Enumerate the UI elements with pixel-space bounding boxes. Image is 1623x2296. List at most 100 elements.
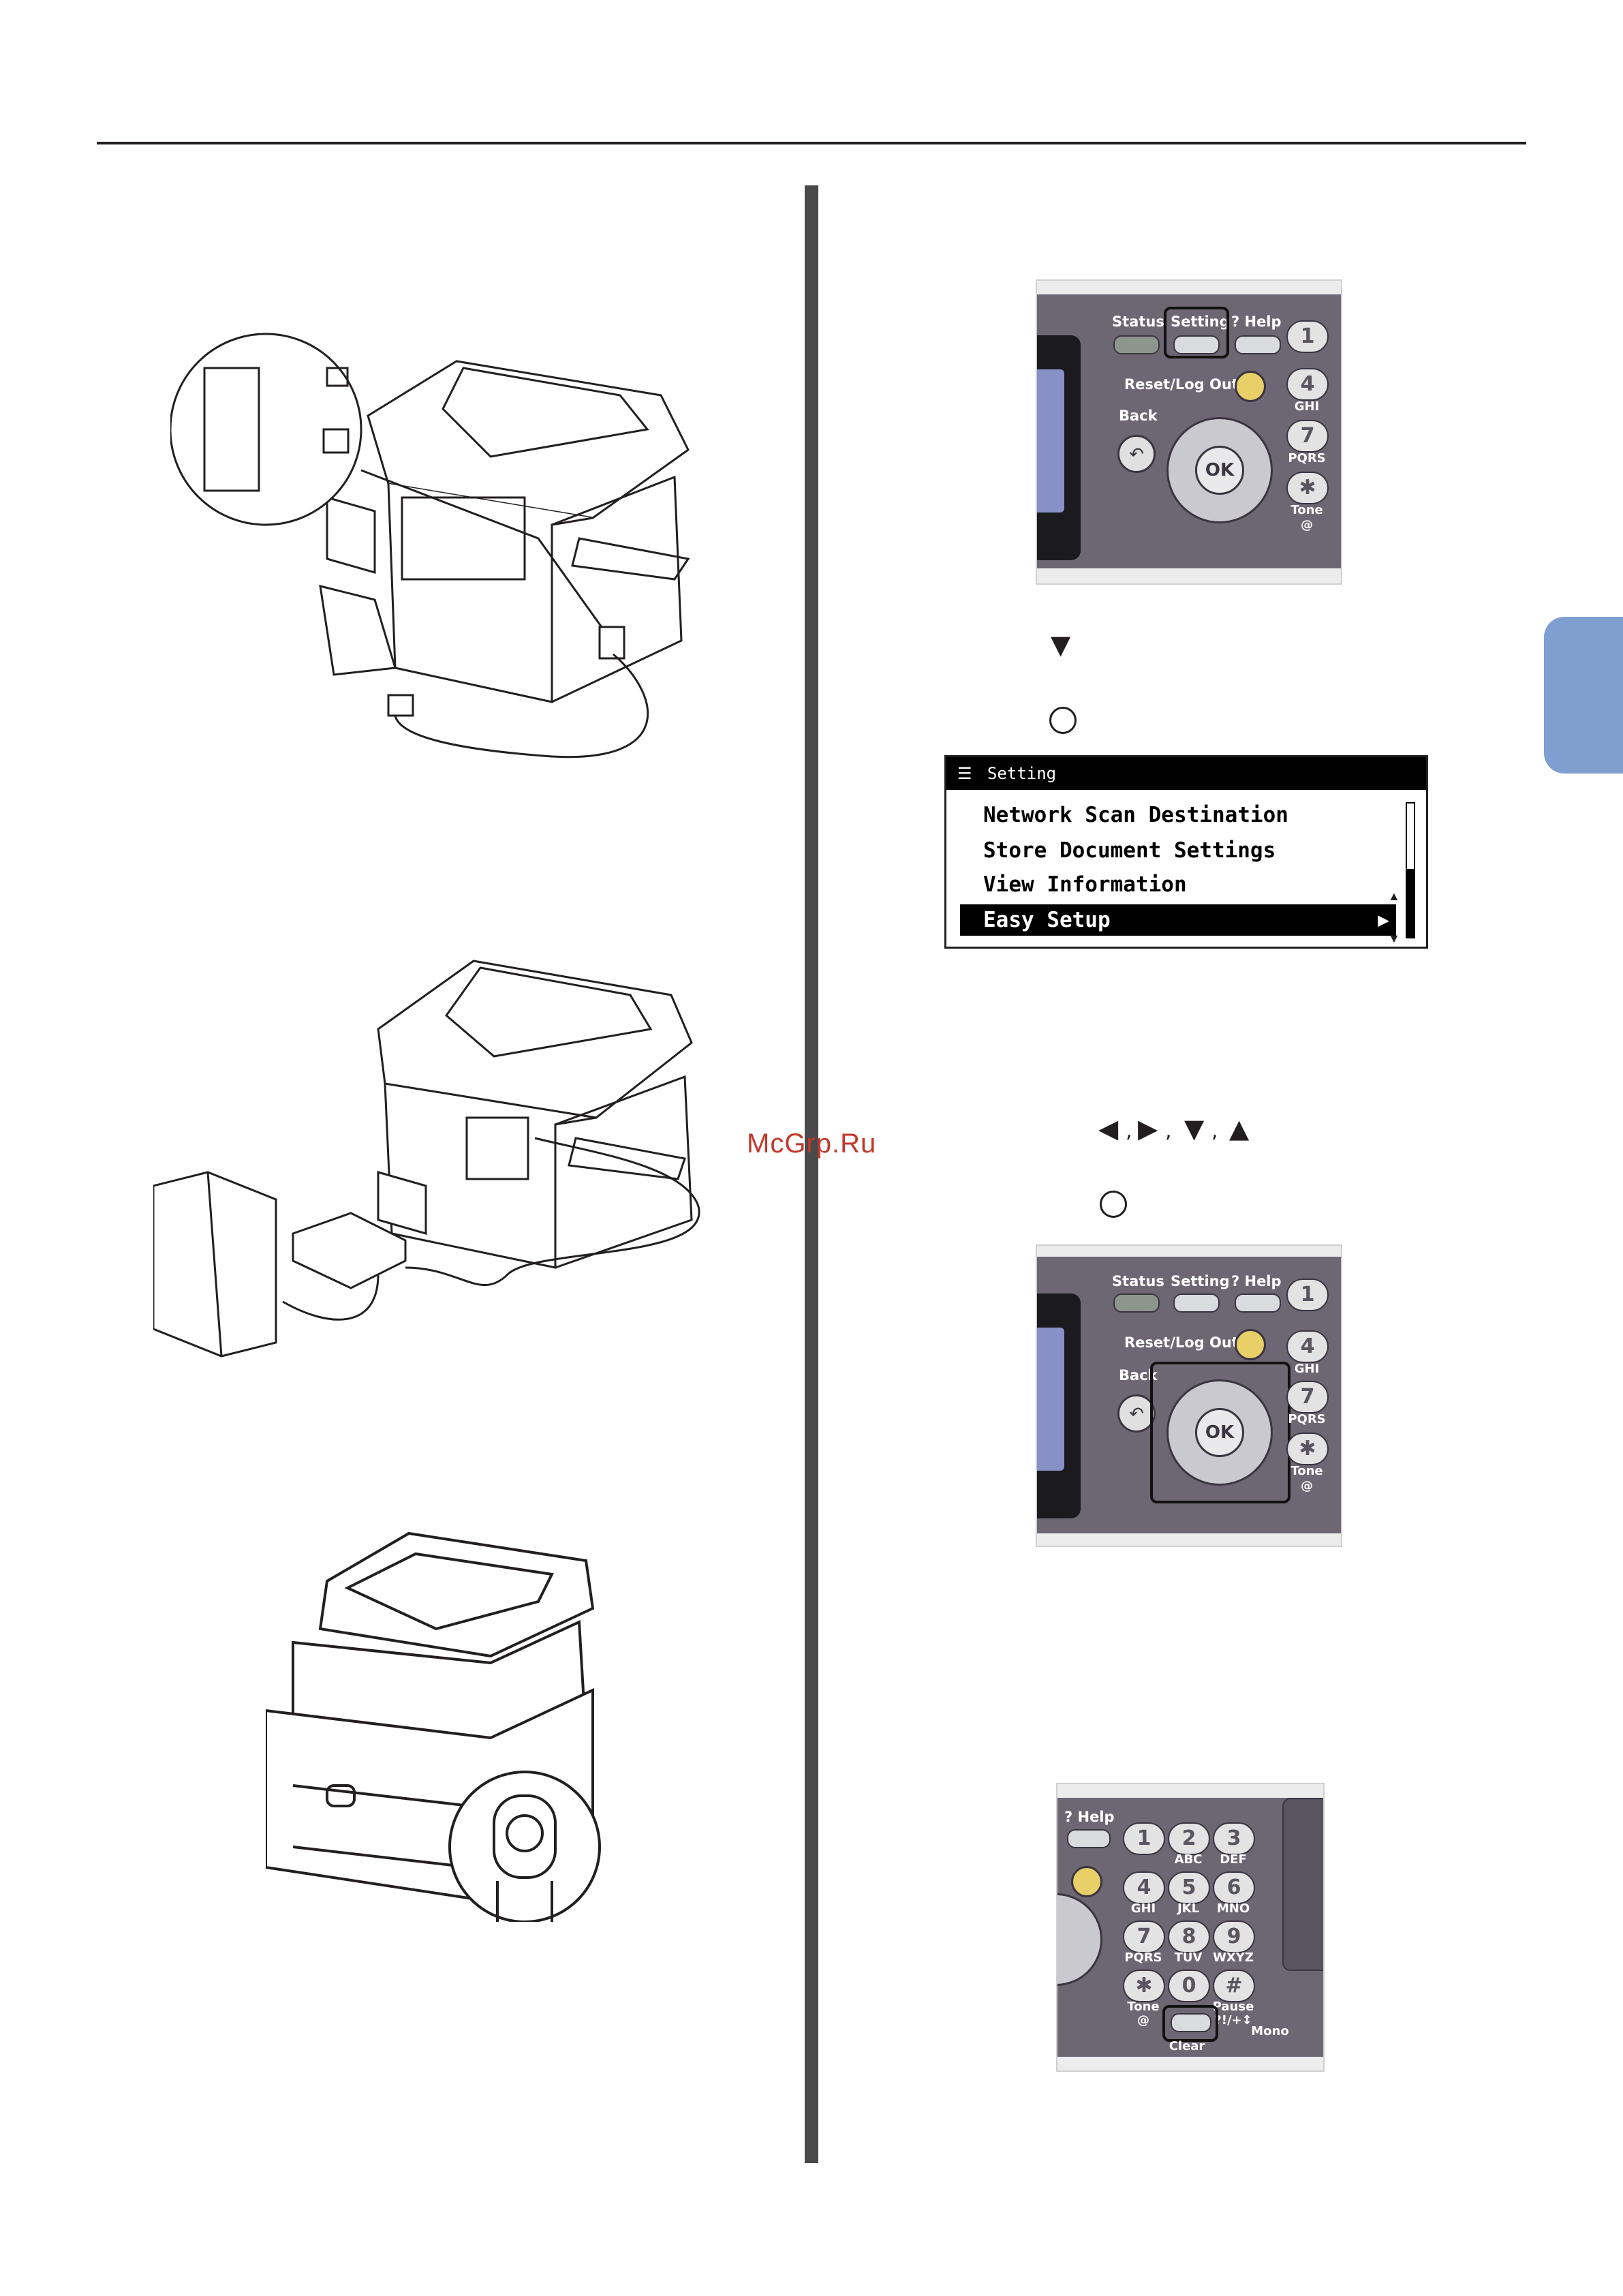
clear-label: Clear — [1169, 2039, 1205, 2053]
scrollbar[interactable] — [1406, 802, 1415, 938]
back-button[interactable]: ↶ — [1117, 435, 1156, 473]
left-arrow-icon: ◀ — [1098, 1114, 1119, 1144]
key-star-sub: Tone — [1127, 2000, 1160, 2014]
menu-item[interactable]: View Information — [983, 872, 1187, 897]
key-6-sub: MNO — [1216, 1901, 1250, 1916]
key-7-sub: PQRS — [1288, 1412, 1326, 1426]
down-arrow-icon: ▼ — [1051, 630, 1071, 660]
comma-separator: , — [1165, 1119, 1172, 1143]
right-arrow-icon: ▶ — [1138, 1114, 1158, 1144]
clear-button[interactable] — [1171, 2013, 1211, 2032]
key-hash[interactable]: # — [1213, 1970, 1255, 2002]
ok-button[interactable]: OK — [1195, 1408, 1244, 1457]
key-8[interactable]: 8 — [1168, 1920, 1210, 1953]
menu-item-label: Easy Setup — [983, 908, 1111, 932]
scroll-thumb[interactable] — [1407, 869, 1414, 937]
status-label: Status — [1112, 313, 1164, 330]
key-star-sub: Tone — [1290, 1464, 1323, 1478]
key-4[interactable]: 4 — [1286, 1330, 1329, 1363]
scroll-down-icon: ▼ — [1388, 932, 1400, 945]
key-8-sub: TUV — [1174, 1950, 1203, 1965]
column-divider — [805, 185, 818, 2163]
settings-icon: ☰ — [957, 764, 972, 783]
key-4-sub: GHI — [1294, 1362, 1320, 1376]
setting-highlight — [1164, 307, 1229, 358]
key-9-sub: WXYZ — [1213, 1950, 1254, 1965]
ok-button[interactable]: OK — [1195, 446, 1244, 495]
status-button[interactable] — [1113, 335, 1160, 354]
control-panel-photo-setting: Status Setting ? Help Reset/Log Out Back… — [1036, 279, 1342, 585]
side-panel-edge — [1282, 1798, 1323, 1971]
status-label: Status — [1112, 1273, 1164, 1289]
key-star-sub2: @ — [1301, 1479, 1313, 1493]
key-4[interactable]: 4 — [1123, 1871, 1165, 1904]
key-4[interactable]: 4 — [1286, 368, 1329, 401]
key-hash-sub2: ?!/+↕ — [1214, 2013, 1252, 2027]
setting-label: Setting — [1171, 1273, 1230, 1289]
clear-highlight — [1162, 2005, 1218, 2042]
setting-screen-title: Setting — [987, 764, 1057, 783]
chapter-tab — [1544, 617, 1623, 774]
key-3[interactable]: 3 — [1213, 1822, 1255, 1855]
key-4-sub: GHI — [1294, 399, 1320, 414]
back-button[interactable]: ↶ — [1117, 1394, 1156, 1433]
comma-separator: , — [1211, 1119, 1218, 1143]
watermark: McGrp.Ru — [747, 1129, 877, 1159]
ok-circle-icon — [1100, 1191, 1127, 1218]
key-7[interactable]: 7 — [1286, 1381, 1329, 1413]
status-button[interactable] — [1113, 1294, 1160, 1313]
back-label: Back — [1119, 408, 1158, 424]
power-switch-illustration — [266, 1531, 601, 1922]
menu-item[interactable]: Network Scan Destination — [983, 803, 1288, 827]
key-star[interactable]: ✱ — [1286, 1433, 1329, 1465]
key-5-sub: JKL — [1177, 1901, 1200, 1916]
key-7-sub: PQRS — [1124, 1950, 1162, 1965]
dpad[interactable] — [1057, 1893, 1102, 1986]
menu-item-selected[interactable]: Easy Setup ▶ — [960, 904, 1396, 936]
key-9[interactable]: 9 — [1213, 1920, 1255, 1953]
ok-circle-icon — [1049, 707, 1077, 734]
setting-button[interactable] — [1173, 1294, 1220, 1313]
setting-screen-header: ☰ Setting — [946, 757, 1426, 790]
key-4-sub: GHI — [1130, 1901, 1156, 1916]
comma-separator: , — [1126, 1119, 1132, 1143]
key-star-sub2: @ — [1301, 518, 1313, 532]
reset-button[interactable] — [1235, 1329, 1266, 1360]
key-7[interactable]: 7 — [1286, 420, 1329, 453]
header-rule — [97, 142, 1526, 144]
right-arrow-icon: ▶ — [1378, 908, 1389, 931]
key-7[interactable]: 7 — [1123, 1920, 1165, 1953]
help-label: ? Help — [1064, 1809, 1115, 1825]
setting-menu-screen: ☰ Setting Network Scan Destination Store… — [944, 755, 1428, 949]
key-star[interactable]: ✱ — [1286, 472, 1329, 504]
help-button[interactable] — [1235, 1294, 1281, 1313]
dpad[interactable] — [1166, 1379, 1273, 1486]
down-arrow-icon: ▼ — [1184, 1114, 1205, 1144]
key-3-sub: DEF — [1220, 1852, 1247, 1867]
help-button[interactable] — [1235, 335, 1281, 354]
key-star[interactable]: ✱ — [1123, 1970, 1165, 2002]
key-2-sub: ABC — [1174, 1852, 1203, 1867]
key-0[interactable]: 0 — [1168, 1970, 1210, 2002]
dpad-highlight — [1150, 1362, 1290, 1503]
scroll-up-icon: ▲ — [1388, 889, 1400, 903]
help-label: ? Help — [1231, 1273, 1282, 1289]
reset-button[interactable] — [1235, 371, 1266, 402]
key-1[interactable]: 1 — [1123, 1822, 1165, 1855]
network-hub-illustration — [153, 960, 700, 1358]
help-button[interactable] — [1067, 1829, 1111, 1848]
up-arrow-icon: ▲ — [1229, 1114, 1250, 1144]
key-5[interactable]: 5 — [1168, 1871, 1210, 1904]
reset-button[interactable] — [1071, 1866, 1102, 1897]
key-1[interactable]: 1 — [1286, 320, 1329, 353]
reset-label: Reset/Log Out — [1124, 376, 1239, 393]
key-star-sub2: @ — [1137, 2013, 1149, 2027]
setting-label: Setting — [1171, 313, 1230, 330]
key-hash-sub: Pause — [1212, 2000, 1254, 2014]
key-7-sub: PQRS — [1288, 451, 1326, 465]
menu-item[interactable]: Store Document Settings — [983, 838, 1276, 863]
key-2[interactable]: 2 — [1168, 1822, 1210, 1855]
key-6[interactable]: 6 — [1213, 1871, 1255, 1904]
key-1[interactable]: 1 — [1286, 1279, 1329, 1311]
setting-button[interactable] — [1173, 335, 1220, 354]
